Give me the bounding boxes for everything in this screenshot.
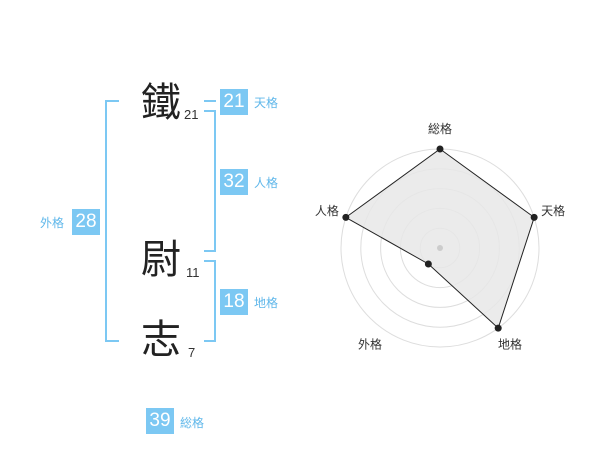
radar-axis-label: 天格 (541, 203, 565, 218)
radar-point-3 (424, 260, 432, 268)
radar-point-4 (342, 213, 350, 221)
radar-axis-label: 地格 (498, 336, 522, 351)
name-char-3: 志 (141, 317, 181, 363)
radar-points (342, 145, 538, 332)
tenkaku-score: 21 (220, 89, 248, 115)
radar-series-polygon (344, 148, 535, 329)
chikaku-label: 地格 (254, 296, 279, 310)
radar-point-1 (530, 213, 538, 221)
tenkaku-bracket (204, 100, 216, 102)
radar-axis-label: 総格 (428, 121, 452, 136)
name-char-1-strokes: 21 (184, 107, 199, 122)
chikaku-bracket (204, 260, 216, 342)
gaikaku-label: 外格 (40, 216, 65, 230)
radar-point-2 (494, 324, 502, 332)
gaikaku-score: 28 (72, 209, 100, 235)
jinkaku-bracket (204, 110, 216, 252)
name-char-2-strokes: 11 (186, 265, 200, 280)
chikaku-score: 18 (220, 289, 248, 315)
radar-point-0 (436, 145, 444, 153)
radar-axis-label: 外格 (358, 336, 382, 351)
name-char-1: 鐵 (141, 80, 181, 126)
radar-center-dot (437, 245, 443, 251)
soukaku-label: 総格 (180, 416, 205, 430)
name-char-3-strokes: 7 (188, 345, 196, 360)
tenkaku-label: 天格 (254, 96, 279, 110)
soukaku-score: 39 (146, 408, 174, 434)
jinkaku-label: 人格 (254, 176, 279, 190)
jinkaku-score: 32 (220, 169, 248, 195)
name-char-2: 尉 (141, 237, 181, 283)
gaikaku-bracket (105, 100, 119, 342)
radar-axis-label: 人格 (315, 203, 339, 218)
